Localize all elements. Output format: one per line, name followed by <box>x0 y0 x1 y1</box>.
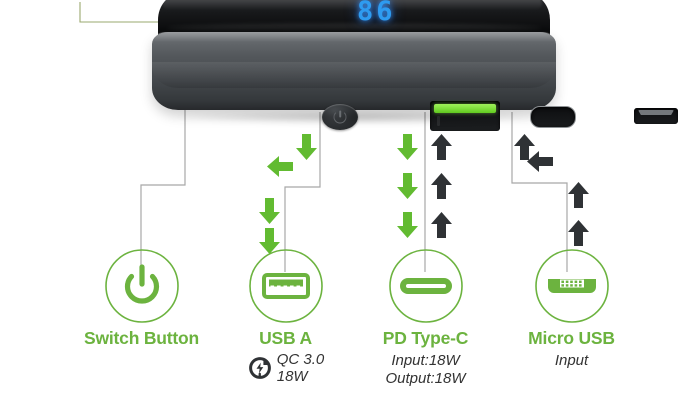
device-drop-shadow <box>170 112 542 124</box>
micro-arrow-up-1 <box>514 134 535 160</box>
usba-arrow-down-3 <box>259 228 280 254</box>
qc-badge-line1: QC 3.0 <box>276 351 325 369</box>
micro-arrow-left-1 <box>527 151 553 172</box>
usbc-arrow-up-2 <box>431 173 452 199</box>
usb-a-pin <box>437 116 440 126</box>
usbc-arrow-up-1 <box>431 134 452 160</box>
legend-item-switch-button[interactable]: Switch Button <box>54 248 229 348</box>
legend-title-pd-type-c: PD Type-C <box>382 328 469 348</box>
micro-usb-icon-wrap <box>484 248 659 324</box>
micro-arrow-up-2 <box>568 182 589 208</box>
legend-item-pd-type-c[interactable]: PD Type-C Input:18W Output:18W <box>338 248 513 388</box>
usb-a-icon-wrap <box>198 248 373 324</box>
legend-title-usb-a: USB A <box>259 328 312 348</box>
device-power-button[interactable] <box>322 104 358 130</box>
qc-badge-text: QC 3.0 18W <box>276 351 325 386</box>
micro-arrow-up-3 <box>568 220 589 246</box>
device-body <box>152 32 678 131</box>
usbc-arrow-down-1 <box>397 134 418 160</box>
usba-arrow-left-1 <box>267 156 293 177</box>
power-icon <box>104 249 179 323</box>
device-usb-c-port[interactable] <box>530 106 576 128</box>
device-usb-a-port[interactable] <box>430 101 500 131</box>
power-bank-device: 86 <box>152 0 678 131</box>
usba-leader-line <box>284 112 321 272</box>
switch-button-icon-wrap <box>54 248 229 324</box>
usbc-arrow-down-3 <box>397 212 418 238</box>
switch-leader-line <box>140 108 186 272</box>
usba-arrow-down-2 <box>259 198 280 224</box>
usb-c-icon <box>388 249 463 323</box>
micro-leader-line <box>511 112 568 272</box>
usb-a-icon <box>248 249 323 323</box>
led-display: 86 <box>357 0 396 27</box>
qc-badge-icon <box>248 357 271 379</box>
legend-item-micro-usb[interactable]: Micro USB Input <box>484 248 659 370</box>
legend-row: Switch Button USB A <box>0 248 700 400</box>
legend-sub-pd-input: Input:18W <box>391 352 460 370</box>
legend-item-usb-a[interactable]: USB A QC 3.0 18W <box>198 248 373 386</box>
legend-title-micro-usb: Micro USB <box>528 328 615 348</box>
legend-sub-micro-input: Input <box>554 352 589 370</box>
micro-usb-lip <box>638 110 674 115</box>
qc-badge-line2: 18W <box>276 368 308 386</box>
usba-arrow-down-1 <box>296 134 317 160</box>
device-edge-shading <box>152 62 556 88</box>
device-micro-usb-port[interactable] <box>634 108 678 124</box>
legend-title-switch-button: Switch Button <box>83 328 200 348</box>
qc-badge-row: QC 3.0 18W <box>198 351 373 386</box>
usbc-arrow-down-2 <box>397 173 418 199</box>
usb-a-green-tongue <box>434 104 496 113</box>
device-gloss-highlight <box>162 0 542 10</box>
micro-usb-icon <box>534 249 609 323</box>
usb-c-icon-wrap <box>338 248 513 324</box>
usbc-arrow-up-3 <box>431 212 452 238</box>
legend-sub-pd-output: Output:18W <box>385 369 466 387</box>
